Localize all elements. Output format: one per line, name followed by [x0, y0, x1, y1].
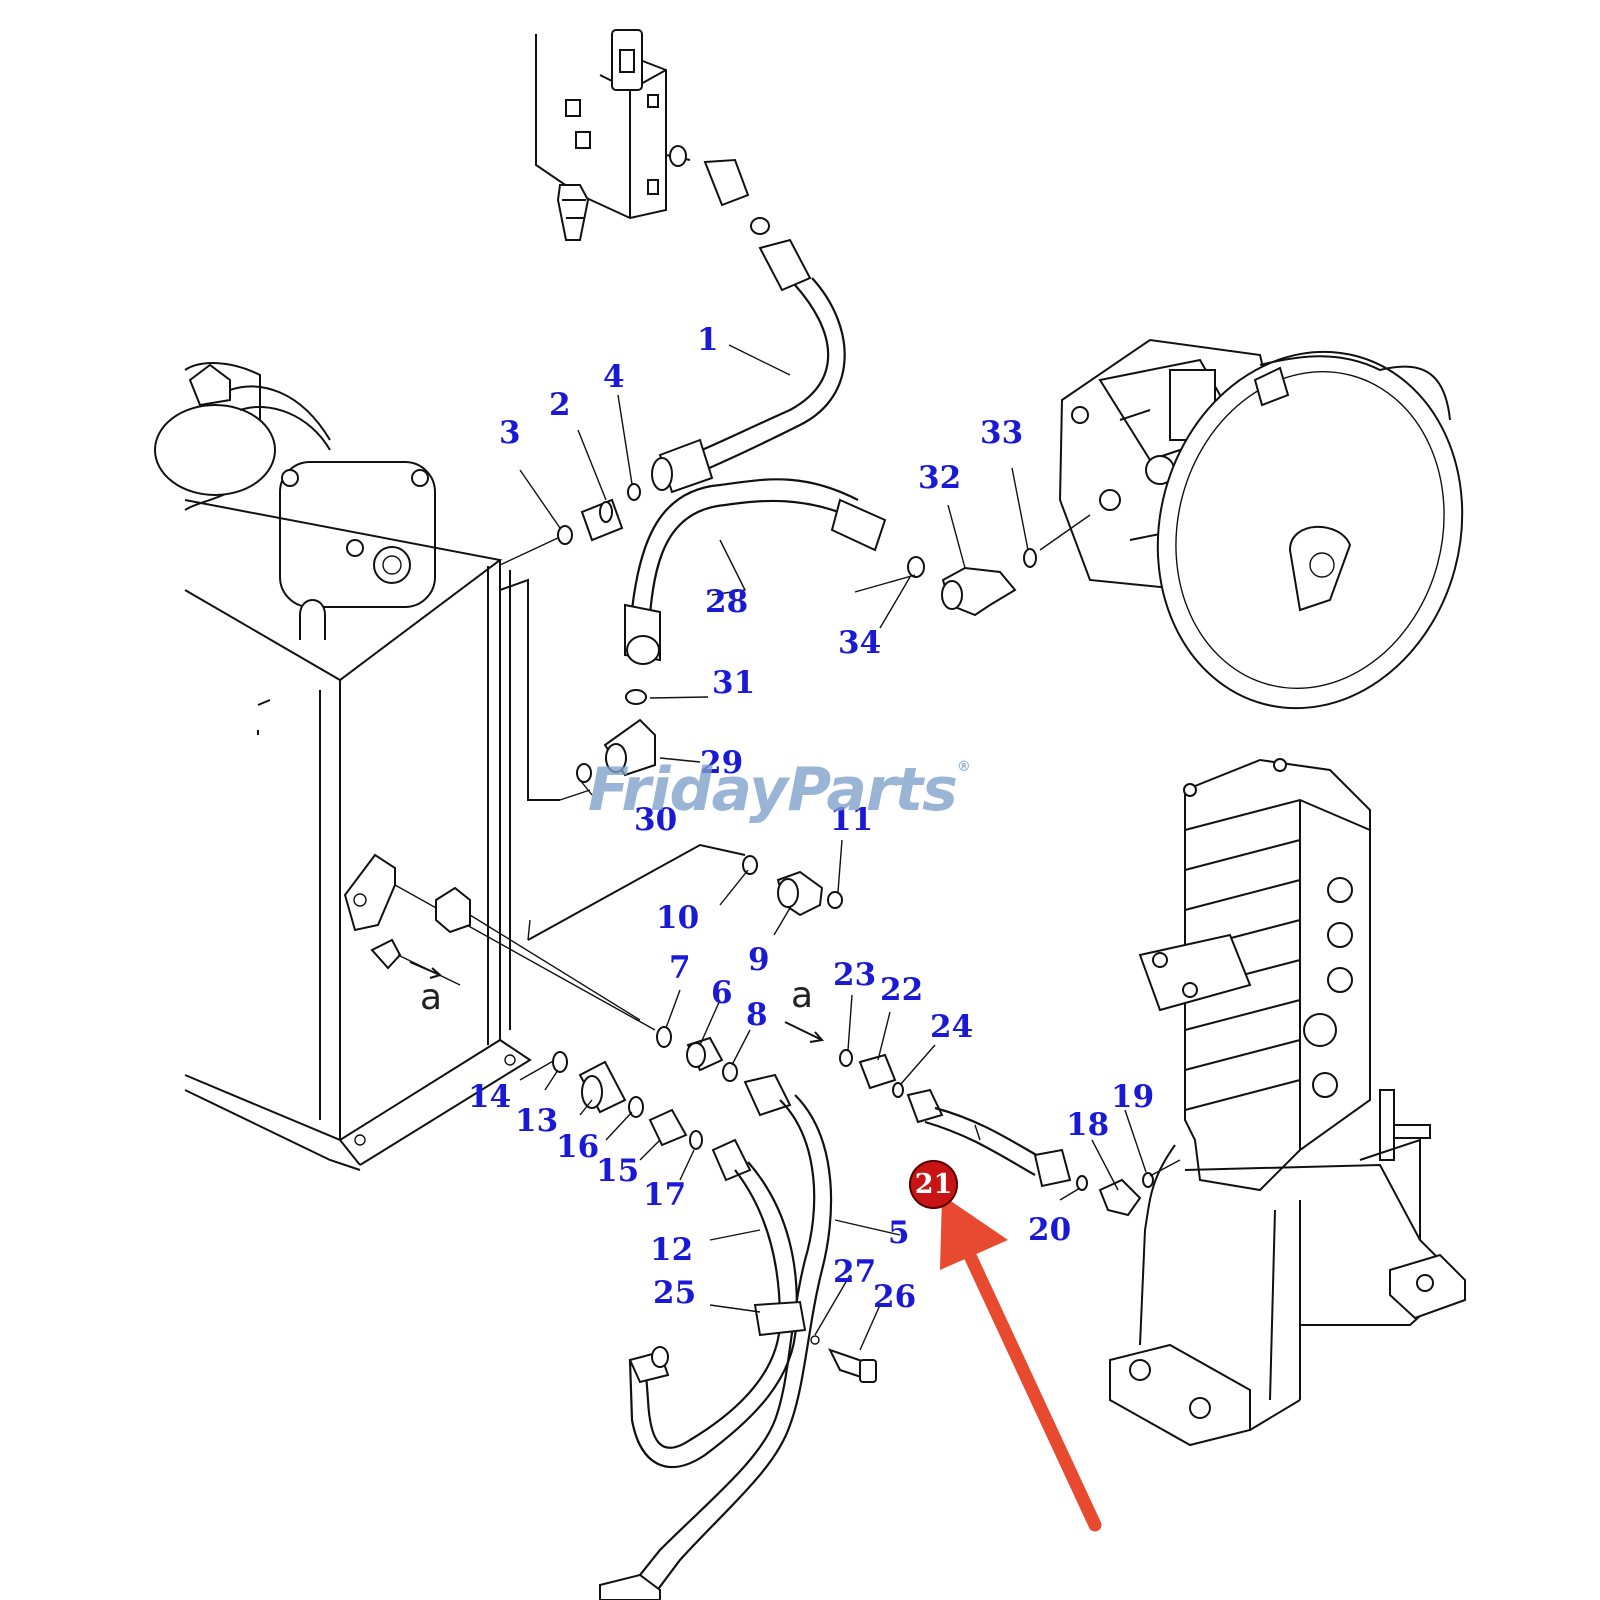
highlighted-part-label: 21 [914, 1169, 953, 1200]
hose-12 [628, 1138, 798, 1469]
callout-15: 15 [596, 1153, 640, 1189]
view-marker-a-center: a [791, 975, 814, 1016]
callout-27: 27 [833, 1254, 877, 1290]
callout-33: 33 [980, 415, 1024, 451]
callout-22: 22 [880, 972, 924, 1008]
bolt-26 [828, 1348, 877, 1383]
callout-24: 24 [930, 1009, 974, 1045]
callout-8: 8 [746, 997, 768, 1033]
callout-3: 3 [499, 415, 521, 451]
callout-5: 5 [888, 1215, 910, 1251]
callout-2: 2 [549, 387, 571, 423]
callout-34: 34 [838, 625, 882, 661]
callout-25: 25 [653, 1275, 697, 1311]
callout-18: 18 [1066, 1107, 1110, 1143]
clamp-25 [753, 1300, 820, 1345]
callout-31: 31 [712, 665, 756, 701]
hose-1 [651, 158, 846, 494]
callout-9: 9 [748, 942, 770, 978]
callout-26: 26 [873, 1279, 917, 1315]
callout-14: 14 [468, 1079, 512, 1115]
top-valve-block [535, 29, 691, 241]
callout-17: 17 [643, 1177, 687, 1213]
callout-7: 7 [669, 950, 691, 986]
callout-12: 12 [650, 1232, 694, 1268]
hose-5 [619, 1073, 833, 1600]
control-valve [1138, 758, 1431, 1192]
callout-30: 30 [634, 802, 678, 838]
fittings-10-9-11 [742, 855, 843, 917]
valve-stand [1109, 1138, 1466, 1447]
fittings-14-13-16-15-17 [519, 1051, 703, 1150]
callout-32: 32 [918, 460, 962, 496]
main-pump [1039, 338, 1464, 710]
hydraulic-tank [154, 362, 746, 1171]
callout-23: 23 [833, 957, 877, 993]
fittings-32-33-34 [907, 548, 1037, 617]
highlighted-part-badge: 21 [909, 1160, 958, 1209]
highlight-arrow [940, 1195, 1102, 1532]
fridayparts-watermark: FridayParts® [588, 755, 971, 825]
hose-21-assembly [784, 1021, 1181, 1217]
leader-lines [519, 344, 1147, 1351]
return-line-7 [343, 853, 656, 1031]
lower-hose-end [599, 1573, 661, 1600]
view-marker-a-left: a [420, 977, 443, 1018]
callout-28: 28 [705, 584, 749, 620]
fittings-7-6-8 [656, 1026, 738, 1082]
callout-4: 4 [603, 359, 625, 395]
callout-13: 13 [515, 1103, 559, 1139]
callout-16: 16 [556, 1129, 600, 1165]
callout-29: 29 [700, 745, 744, 781]
callout-1: 1 [697, 322, 719, 358]
fittings-3-2-4 [499, 483, 641, 566]
callout-11: 11 [830, 802, 874, 838]
callout-19: 19 [1111, 1079, 1155, 1115]
callout-10: 10 [656, 900, 700, 936]
callout-20: 20 [1028, 1212, 1072, 1248]
elbow-29 [559, 718, 656, 801]
callout-6: 6 [711, 975, 733, 1011]
hose-28 [624, 478, 887, 705]
